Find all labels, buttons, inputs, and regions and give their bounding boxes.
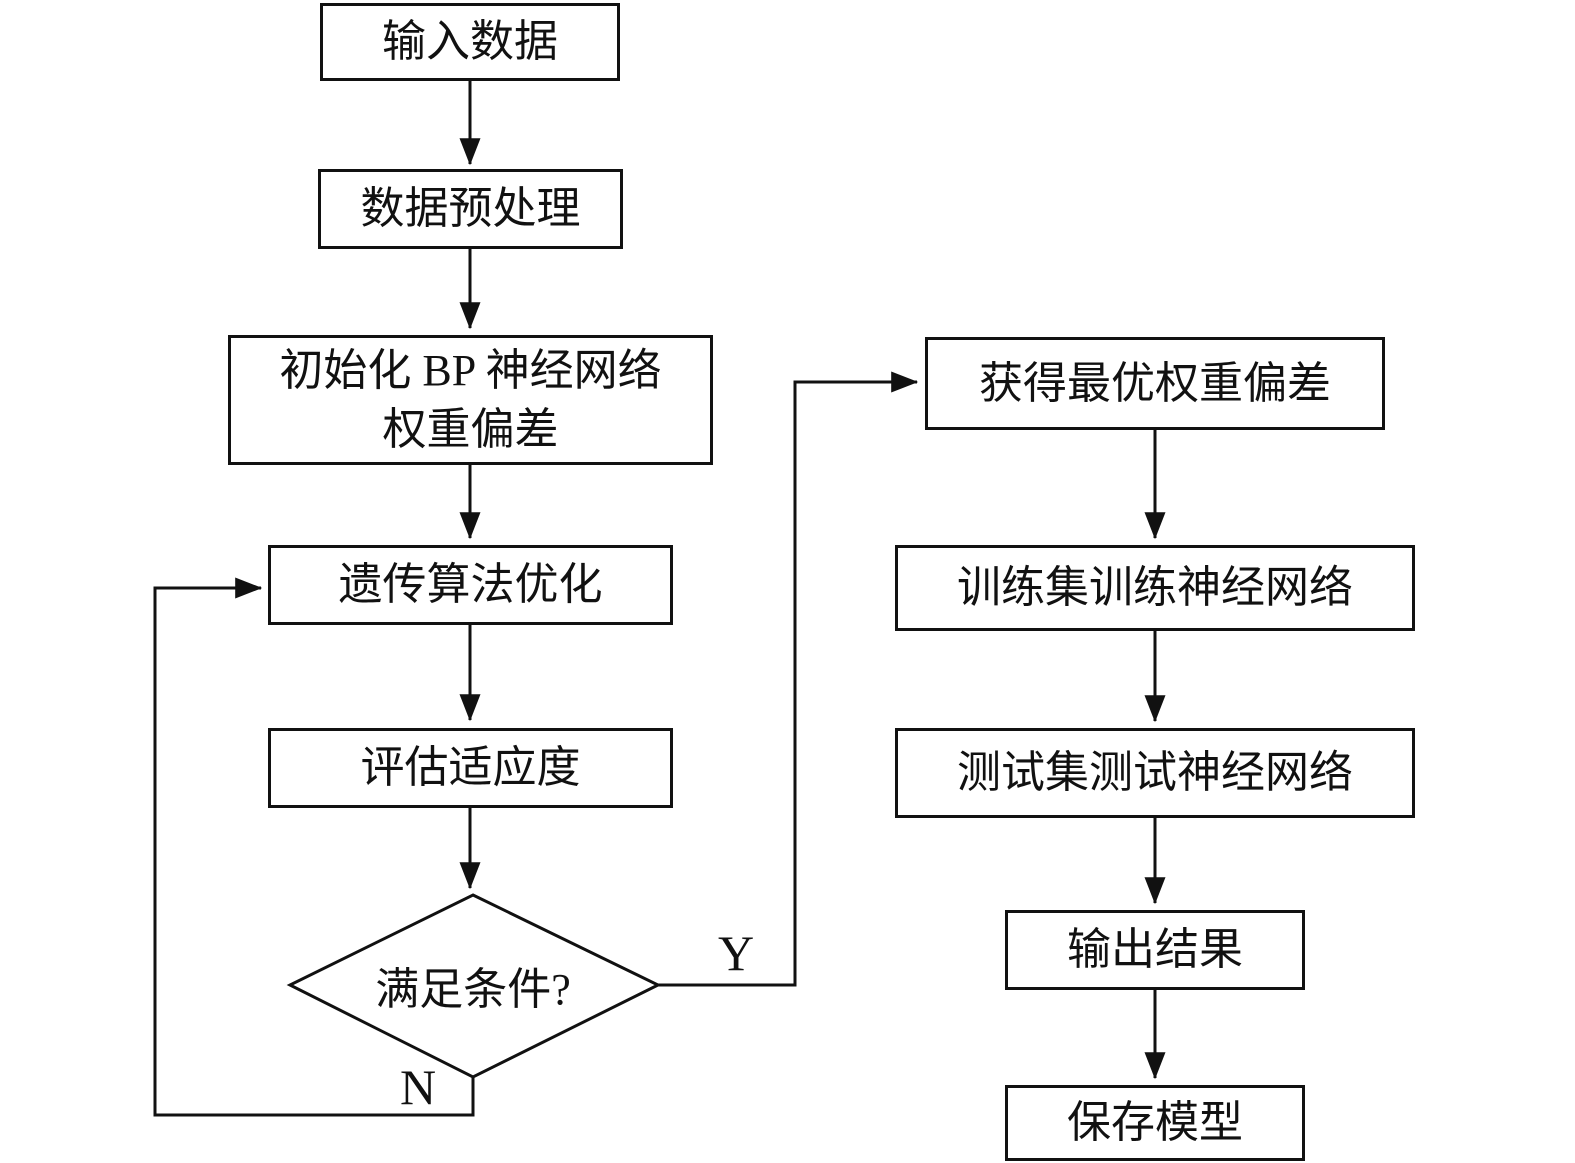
node-condition-label: 满足条件?: [375, 965, 571, 1014]
node-train: 训练集训练神经网络: [895, 545, 1415, 631]
node-test: 测试集测试神经网络: [895, 728, 1415, 818]
node-save: 保存模型: [1005, 1085, 1305, 1161]
node-evaluate-fitness: 评估适应度: [268, 728, 673, 808]
node-input-data: 输入数据: [320, 3, 620, 81]
node-test-label: 测试集测试神经网络: [957, 748, 1353, 798]
node-train-label: 训练集训练神经网络: [957, 563, 1353, 613]
node-init-bp-line2: 权重偏差: [382, 405, 559, 454]
node-output: 输出结果: [1005, 910, 1305, 990]
edge-label-no: N: [400, 1059, 437, 1115]
node-get-optimal-label: 获得最优权重偏差: [979, 358, 1331, 408]
node-condition: 满足条件?: [328, 955, 618, 1015]
node-init-bp-line1: 初始化 BP 神经网络: [279, 345, 662, 395]
edge-condition-no: [153, 577, 475, 1117]
node-save-label: 保存模型: [1067, 1098, 1243, 1148]
node-ga-optimize-label: 遗传算法优化: [338, 560, 603, 610]
node-ga-optimize: 遗传算法优化: [268, 545, 673, 625]
node-get-optimal: 获得最优权重偏差: [925, 337, 1385, 430]
edge-label-yes: Y: [718, 925, 755, 981]
node-output-label: 输出结果: [1067, 925, 1243, 975]
edge-condition-yes: [658, 371, 919, 987]
node-evaluate-fitness-label: 评估适应度: [360, 743, 581, 793]
node-preprocess-label: 数据预处理: [360, 184, 581, 234]
node-input-data-label: 输入数据: [382, 17, 558, 67]
node-preprocess: 数据预处理: [318, 169, 623, 249]
node-init-bp: 初始化 BP 神经网络 权重偏差: [228, 335, 713, 465]
condition-diamond-shape: [286, 893, 662, 1079]
